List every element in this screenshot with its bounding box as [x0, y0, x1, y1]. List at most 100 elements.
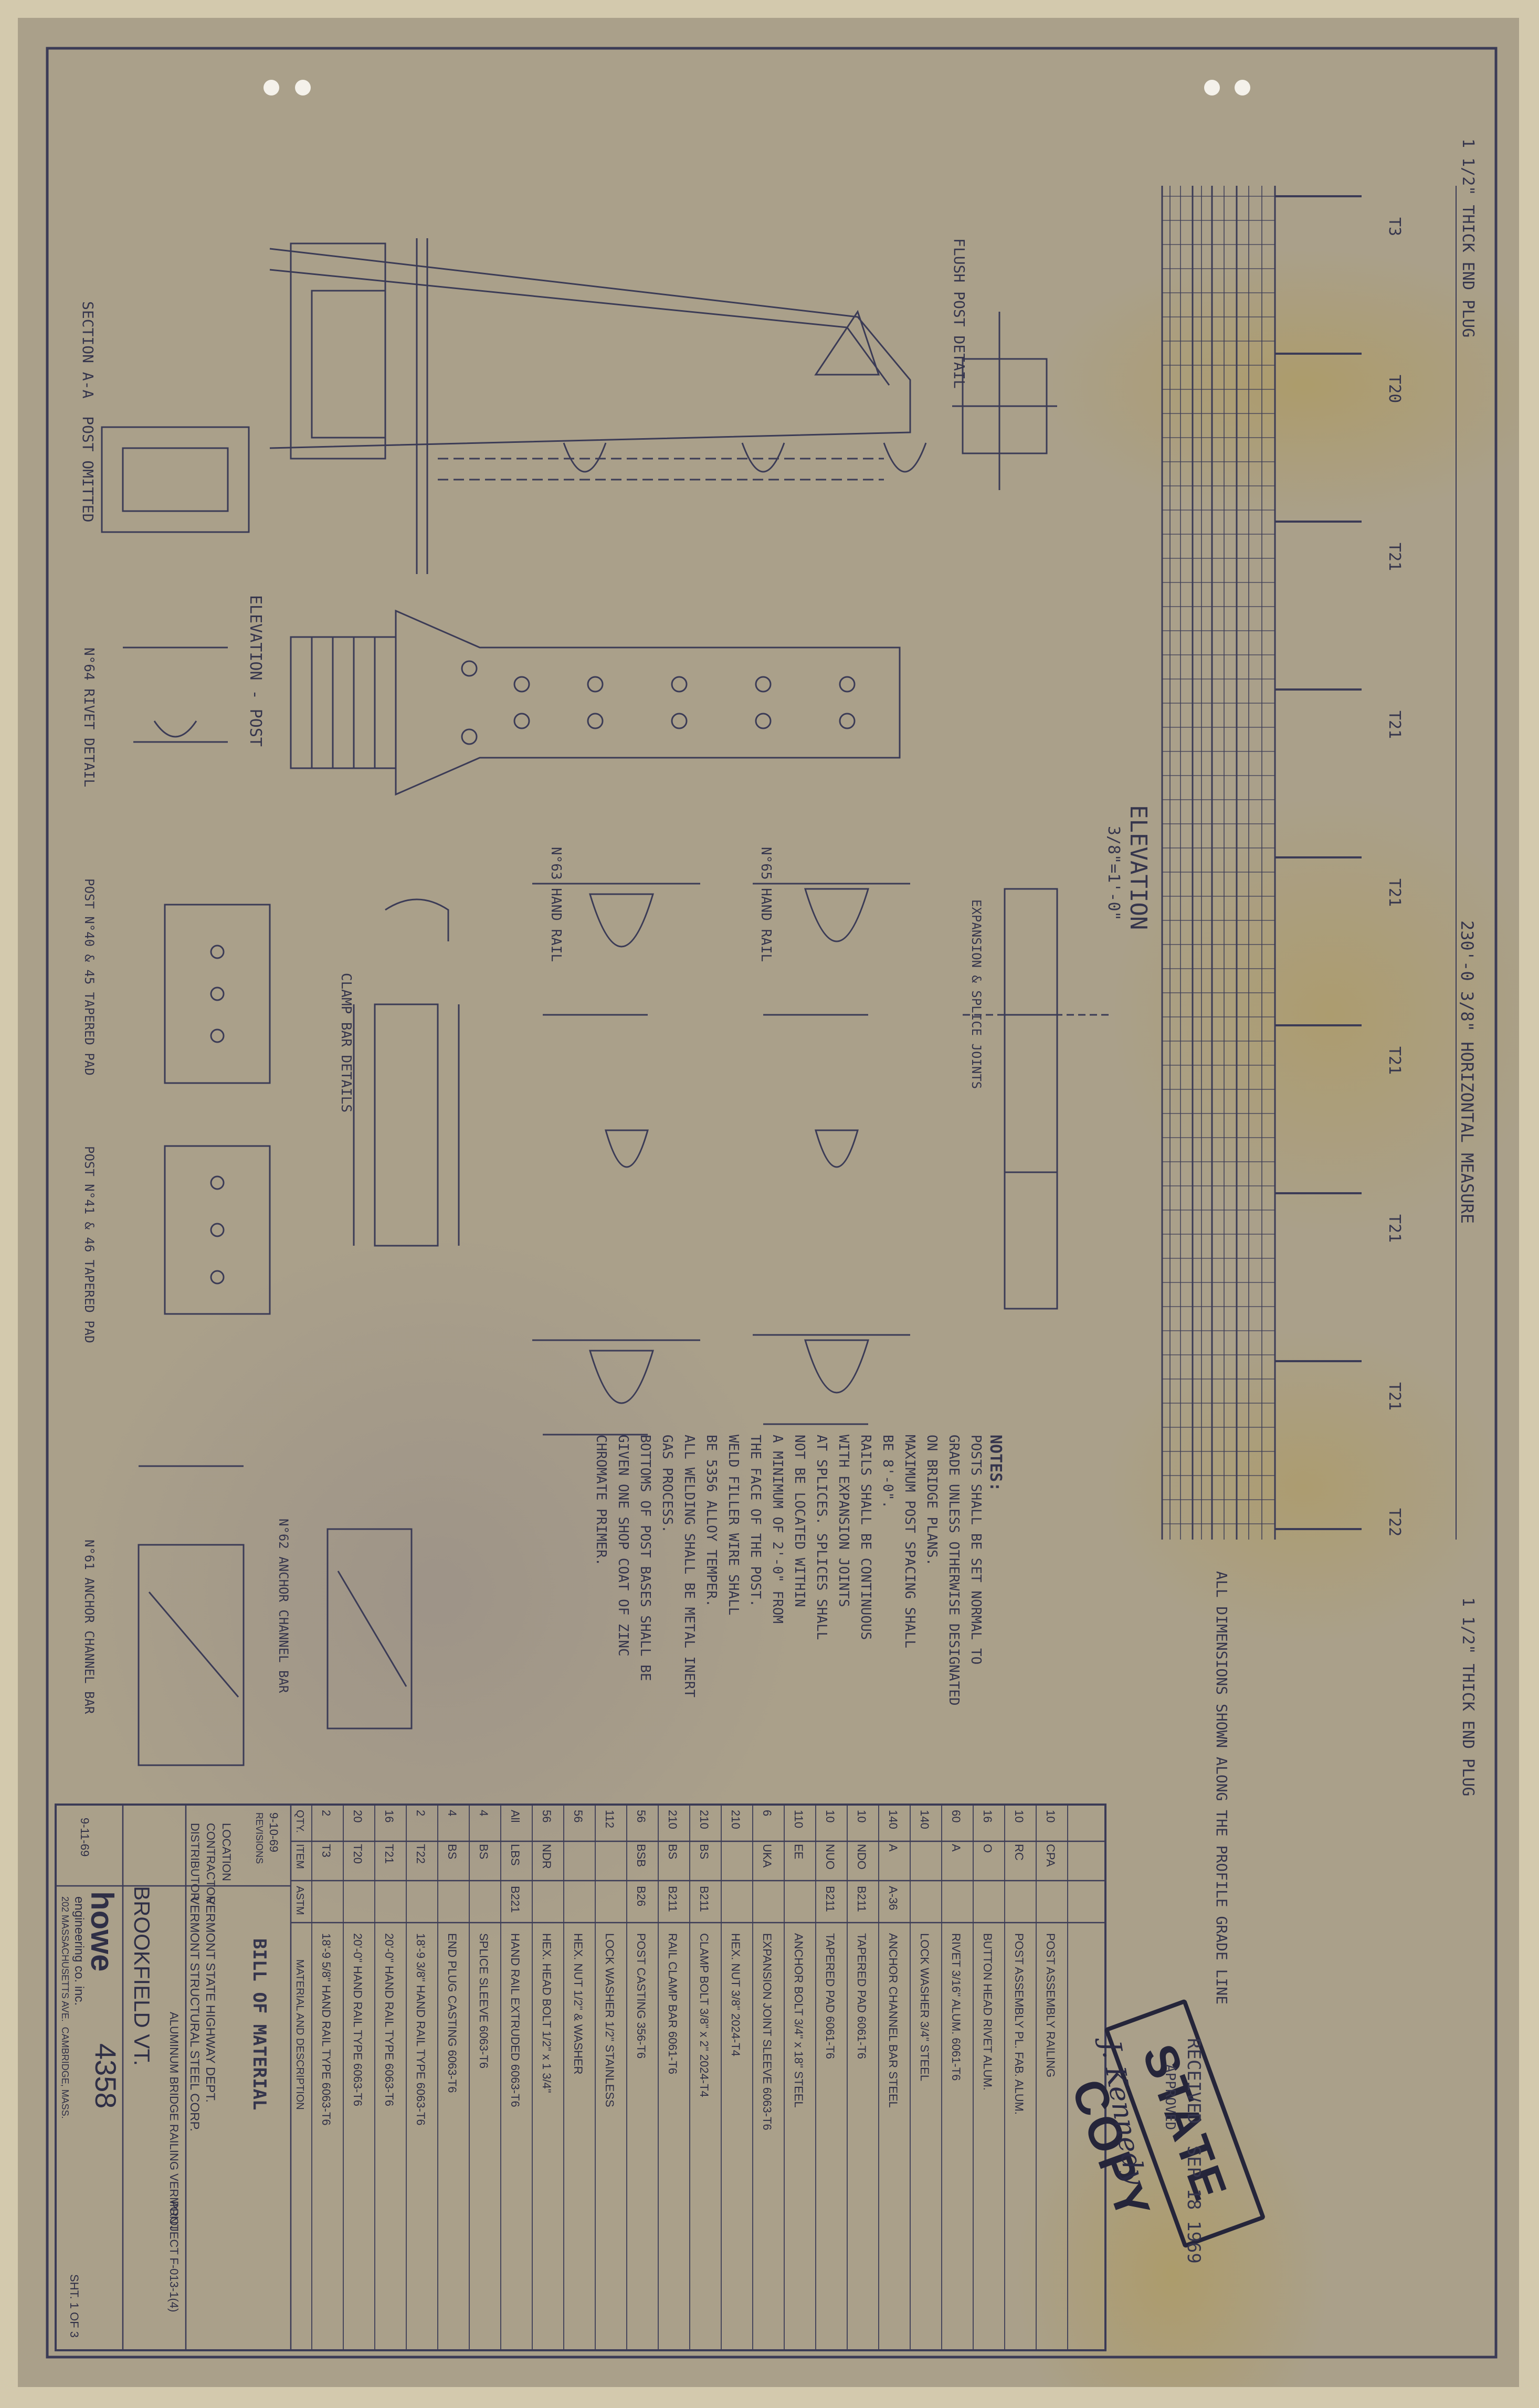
bom-cell: 140: [918, 1810, 931, 1829]
approved-label: APPROVED: [1162, 2064, 1178, 2130]
hand-rail-a-label: N°65 HAND RAIL: [758, 847, 774, 962]
bom-cell: B211: [698, 1886, 711, 1912]
rail-tag: T22: [1385, 1508, 1404, 1537]
note-line: BE 5356 ALLOY TEMPER.: [703, 1435, 719, 1607]
elevation-scale: 3/8"=1'-0": [1104, 826, 1123, 921]
bolt-hole: [587, 713, 604, 729]
received-date: RECEIVED SEP 18 1969: [1183, 2038, 1204, 2264]
bom-cell: 2: [414, 1810, 427, 1817]
bom-cell: B211: [666, 1886, 679, 1912]
bom-cell: ANCHOR BOLT 3/4" x 18" STEEL: [792, 1933, 805, 2108]
company-subtitle: engineering co. inc.: [72, 1896, 86, 2006]
bom-cell: O: [981, 1844, 994, 1853]
bom-cell: 4: [477, 1810, 490, 1817]
bom-cell: 210: [698, 1810, 711, 1829]
distributor-label: DISTRIBUTOR: [188, 1823, 202, 1901]
bom-cell: RC: [1013, 1844, 1026, 1861]
note-line: GRADE UNLESS OTHERWISE DESIGNATED: [946, 1435, 962, 1706]
rivet-detail: [123, 646, 228, 743]
bom-cell: SPLICE SLEEVE 6063-T6: [477, 1933, 490, 2069]
job-number: 4358: [89, 2043, 122, 2109]
bom-cell: A-36: [887, 1886, 900, 1911]
bolt-hole: [755, 713, 772, 729]
bom-cell: HEX. NUT 1/2" & WASHER: [572, 1933, 585, 2075]
bom-cell: LOCK WASHER 1/2" STAINLESS: [603, 1933, 616, 2107]
bom-cell: T20: [351, 1844, 364, 1864]
bom-title: BILL OF MATERIAL: [249, 1938, 270, 2110]
note-line: GIVEN ONE SHOP COAT OF ZINC: [615, 1435, 631, 1657]
bom-cell: RAIL CLAMP BAR 6061-T6: [666, 1933, 679, 2075]
rail-tag: T21: [1385, 543, 1404, 571]
expansion-label: EXPANSION & SPLICE JOINTS: [969, 899, 984, 1089]
bom-cell: END PLUG CASTING 6063-T6: [446, 1933, 459, 2093]
anchor-clamp-label: N°62 ANCHOR CHANNEL BAR: [276, 1519, 291, 1693]
elevation-title: ELEVATION: [1125, 805, 1152, 930]
bom-cell: UKA: [761, 1844, 774, 1868]
bom-cell: HEX. NUT 3/8" 2024-T4: [729, 1933, 742, 2056]
bom-cell: CLAMP BOLT 3/8" x 2" 2024-T4: [698, 1933, 711, 2097]
bom-cell: All: [509, 1810, 522, 1823]
bolt-hole: [839, 713, 856, 729]
revisions-label: REVISIONS: [254, 1812, 265, 1864]
bolt-hole: [671, 676, 688, 693]
bom-cell: 2: [320, 1810, 333, 1817]
punch-hole: [295, 80, 311, 96]
punch-hole: [1235, 80, 1250, 96]
project-number: PROJECT F-013-1(4): [167, 2201, 181, 2312]
note-line: BOTTOMS OF POST BASES SHALL BE: [637, 1435, 653, 1681]
note-line: BE 8'-0".: [880, 1435, 895, 1509]
bom-cell: BS: [698, 1844, 711, 1860]
bom-cell: RIVET 3/16" ALUM. 6061-T6: [950, 1933, 963, 2081]
rail-tag: T21: [1385, 1046, 1404, 1075]
bom-cell: ANCHOR CHANNEL BAR STEEL: [887, 1933, 900, 2108]
bom-cell: NDR: [540, 1844, 553, 1869]
note-line: A MINIMUM OF 2'-0" FROM: [769, 1435, 785, 1624]
bom-cell: BS: [666, 1844, 679, 1860]
bom-cell: B211: [855, 1886, 868, 1912]
bom-cell: T21: [383, 1844, 396, 1864]
bom-cell: 60: [950, 1810, 963, 1823]
bolt-hole: [839, 676, 856, 693]
bom-header-cell: QTY.: [294, 1810, 305, 1833]
note-line: CHROMATE PRIMER.: [593, 1435, 609, 1566]
clamp-bar-label: CLAMP BAR DETAILS: [338, 973, 354, 1113]
rail-elevation: [1161, 186, 1457, 1540]
bom-cell: A: [887, 1844, 900, 1852]
end-plug-top-label: 1 1/2" THICK END PLUG: [1459, 139, 1477, 338]
post-elevation: [290, 609, 901, 796]
bom-cell: 10: [1013, 1810, 1026, 1823]
project-title: ALUMINUM BRIDGE RAILING VERMONT: [167, 2012, 181, 2232]
rail-cross-sections: [532, 883, 910, 1436]
bom-cell: LBS: [509, 1844, 522, 1866]
expansion-joint: [963, 888, 1110, 1310]
note-line: WELD FILLER WIRE SHALL: [725, 1435, 741, 1616]
bom-cell: 140: [887, 1810, 900, 1829]
bom-cell: BS: [446, 1844, 459, 1860]
bom-cell: 10: [1044, 1810, 1057, 1823]
revision-date: 9-11-69: [78, 1818, 91, 1857]
bom-cell: HAND RAIL EXTRUDED 6063-T6: [509, 1933, 522, 2107]
bom-cell: T22: [414, 1844, 427, 1864]
bom-cell: B211: [824, 1886, 837, 1912]
location-label: LOCATION: [220, 1823, 233, 1881]
notes-heading: NOTES:: [986, 1435, 1005, 1492]
rail-tag: T21: [1385, 1214, 1404, 1243]
drawing-linework: [46, 47, 1498, 2359]
bom-cell: NUO: [824, 1844, 837, 1870]
bom-cell: BSB: [635, 1844, 648, 1868]
note-line: ON BRIDGE PLANS.: [924, 1435, 940, 1566]
note-line: NOT BE LOCATED WITHIN: [792, 1435, 807, 1607]
bolt-hole: [671, 713, 688, 729]
note-line: POSTS SHALL BE SET NORMAL TO: [968, 1435, 984, 1665]
hand-rail-b-label: N°63 HAND RAIL: [548, 847, 564, 962]
sheet-number: SHT. 1 OF 3: [68, 2274, 81, 2338]
bom-cell: 18'-9 5/8" HAND RAIL TYPE 6063-T6: [320, 1933, 333, 2126]
location-value: BROOKFIELD VT.: [130, 1886, 154, 2066]
note-line: ALL WELDING SHALL BE METAL INERT: [681, 1435, 697, 1698]
bom-cell: HEX. HEAD BOLT 1/2" x 1 3/4": [540, 1933, 553, 2093]
bom-cell: TAPERED PAD 6061-T6: [824, 1933, 837, 2060]
note-line: MAXIMUM POST SPACING SHALL: [902, 1435, 918, 1648]
bom-cell: BUTTON HEAD RIVET ALUM.: [981, 1933, 994, 2091]
punch-hole: [1204, 80, 1220, 96]
